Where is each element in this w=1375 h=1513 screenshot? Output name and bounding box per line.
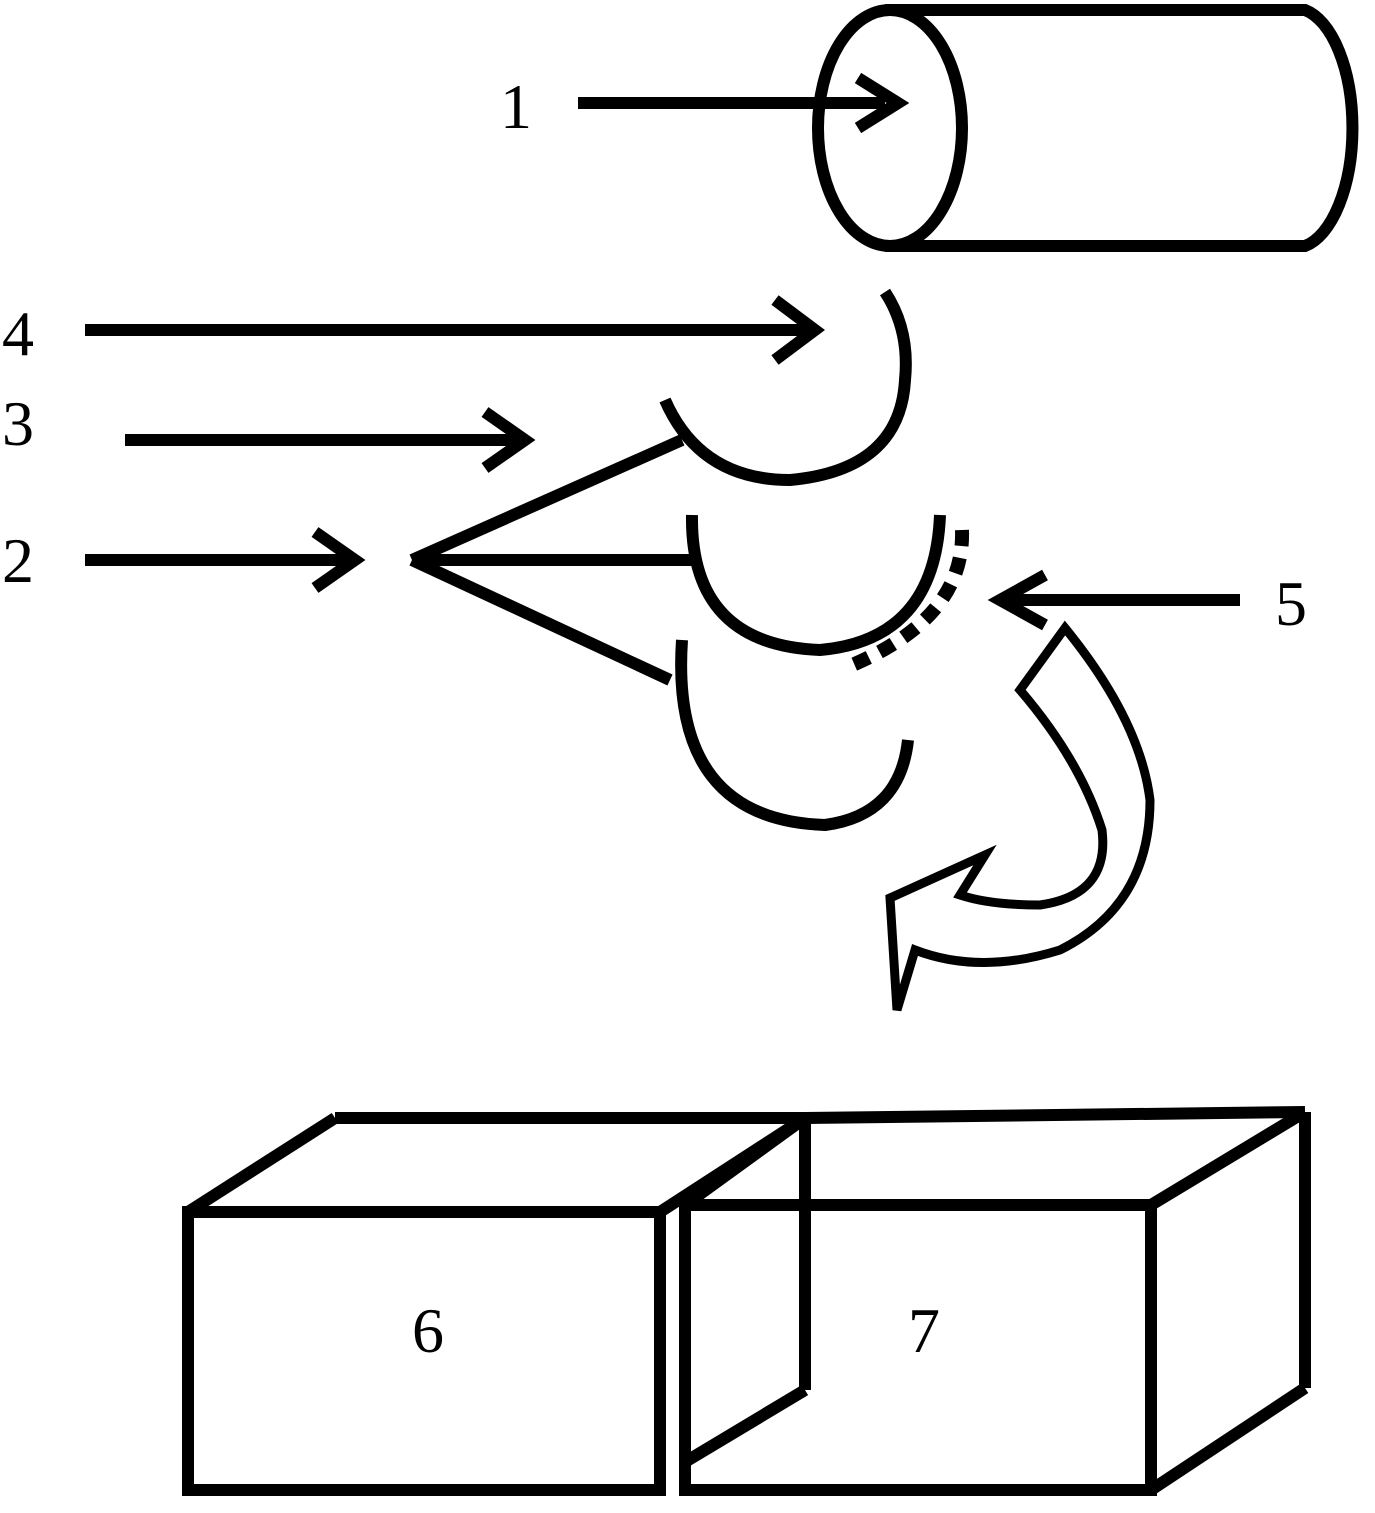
- cylinder: [812, 3, 1359, 252]
- dotted-arc: [842, 529, 970, 675]
- arrow-3: [125, 407, 536, 473]
- arrow-4: [85, 295, 825, 365]
- label-6: 6: [412, 1295, 444, 1366]
- three-cup-holder: [409, 288, 970, 832]
- box-6: [182, 1112, 809, 1496]
- middle-cup: [685, 514, 946, 657]
- top-cup: [659, 288, 912, 487]
- box-7: [679, 1106, 1311, 1496]
- label-1: 1: [500, 71, 532, 142]
- label-4: 4: [2, 298, 34, 369]
- arrow-5: [987, 569, 1240, 631]
- label-3: 3: [2, 388, 34, 459]
- arrow-1: [578, 72, 910, 134]
- label-2: 2: [2, 525, 34, 596]
- label-7: 7: [908, 1295, 940, 1366]
- bottom-cup: [675, 639, 914, 832]
- arrow-2: [85, 527, 366, 593]
- label-5: 5: [1275, 568, 1307, 639]
- curved-block-arrow: [885, 620, 1155, 1012]
